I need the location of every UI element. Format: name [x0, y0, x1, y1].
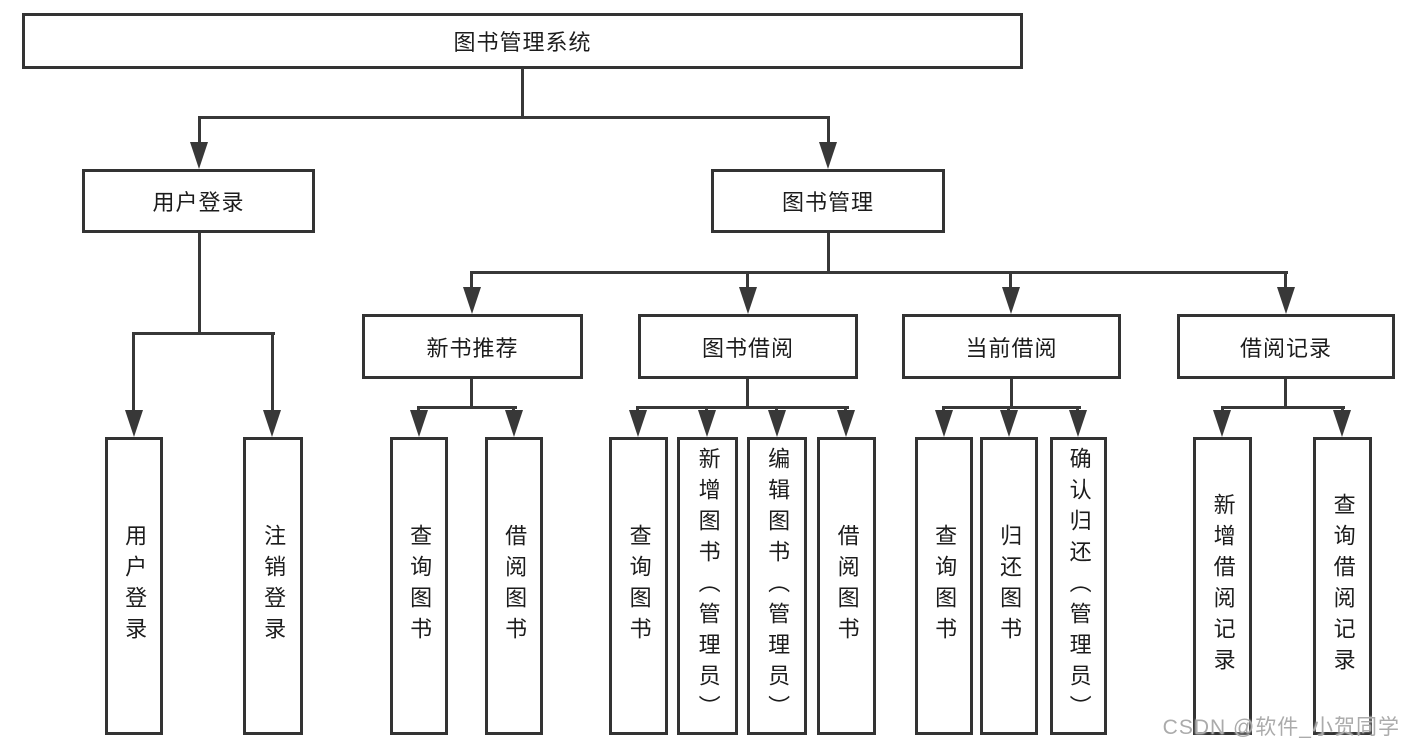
- leaf-current-return-book-label: 归还图书: [997, 524, 1023, 648]
- leaf-recommend-borrow-book: 借阅图书: [485, 437, 543, 735]
- leaf-borrow-query-book: 查询图书: [609, 437, 668, 735]
- arrow-down-icon: [1277, 287, 1295, 314]
- node-book-management: 图书管理: [711, 169, 945, 233]
- leaf-borrow-edit-book-label: 编辑图书（管理员）: [765, 446, 791, 726]
- connector-line: [198, 233, 201, 335]
- arrow-down-icon: [190, 142, 208, 169]
- arrow-down-icon: [1213, 410, 1231, 437]
- node-root: 图书管理系统: [22, 13, 1023, 69]
- node-current-borrow-label: 当前借阅: [965, 335, 1058, 361]
- arrow-down-icon: [837, 410, 855, 437]
- connector-line: [1284, 271, 1287, 289]
- leaf-user-login-label: 用户登录: [122, 524, 148, 648]
- connector-line: [942, 406, 1081, 409]
- leaf-current-query-book: 查询图书: [915, 437, 973, 735]
- connector-line: [132, 332, 275, 335]
- arrow-down-icon: [768, 410, 786, 437]
- node-book-borrow-label: 图书借阅: [701, 335, 794, 361]
- connector-line: [1284, 379, 1287, 409]
- connector-line: [198, 116, 830, 119]
- leaf-record-add-label: 新增借阅记录: [1210, 493, 1236, 679]
- connector-line: [746, 379, 749, 409]
- leaf-borrow-edit-book: 编辑图书（管理员）: [747, 437, 807, 735]
- arrow-down-icon: [819, 142, 837, 169]
- connector-line: [636, 406, 849, 409]
- leaf-current-confirm-return: 确认归还（管理员）: [1050, 437, 1107, 735]
- node-borrow-record-label: 借阅记录: [1239, 335, 1332, 361]
- node-new-book-recommend: 新书推荐: [362, 314, 583, 379]
- leaf-current-confirm-return-label: 确认归还（管理员）: [1066, 446, 1092, 726]
- node-current-borrow: 当前借阅: [902, 314, 1121, 379]
- leaf-borrow-query-book-label: 查询图书: [626, 524, 652, 648]
- leaf-logout: 注销登录: [243, 437, 303, 735]
- leaf-borrow-add-book-label: 新增图书（管理员）: [695, 446, 721, 726]
- leaf-user-login: 用户登录: [105, 437, 163, 735]
- node-user-login: 用户登录: [82, 169, 315, 233]
- arrow-down-icon: [1069, 410, 1087, 437]
- leaf-record-query-label: 查询借阅记录: [1330, 493, 1356, 679]
- connector-line: [1009, 271, 1012, 289]
- leaf-recommend-borrow-book-label: 借阅图书: [502, 524, 528, 648]
- connector-line: [470, 379, 473, 409]
- leaf-borrow-borrow-book-label: 借阅图书: [834, 524, 860, 648]
- connector-line: [746, 271, 749, 289]
- arrow-down-icon: [1000, 410, 1018, 437]
- connector-line: [198, 116, 201, 144]
- leaf-current-query-book-label: 查询图书: [932, 524, 958, 648]
- leaf-recommend-query-book-label: 查询图书: [407, 524, 433, 648]
- leaf-current-return-book: 归还图书: [980, 437, 1038, 735]
- arrow-down-icon: [263, 410, 281, 437]
- connector-line: [827, 233, 830, 274]
- arrow-down-icon: [1002, 287, 1020, 314]
- connector-line: [470, 271, 1288, 274]
- node-new-book-recommend-label: 新书推荐: [426, 335, 519, 361]
- arrow-down-icon: [739, 287, 757, 314]
- connector-line: [1010, 379, 1013, 409]
- arrow-down-icon: [125, 410, 143, 437]
- connector-line: [271, 332, 274, 414]
- connector-line: [1221, 406, 1345, 409]
- node-book-borrow: 图书借阅: [638, 314, 858, 379]
- arrow-down-icon: [698, 410, 716, 437]
- connector-line: [470, 271, 473, 289]
- arrow-down-icon: [935, 410, 953, 437]
- watermark: CSDN @软件_小贺同学: [1162, 716, 1400, 739]
- connector-line: [827, 116, 830, 144]
- connector-line: [521, 68, 524, 117]
- arrow-down-icon: [505, 410, 523, 437]
- leaf-borrow-add-book: 新增图书（管理员）: [677, 437, 738, 735]
- leaf-recommend-query-book: 查询图书: [390, 437, 448, 735]
- leaf-record-query: 查询借阅记录: [1313, 437, 1372, 735]
- node-root-label: 图书管理系统: [453, 30, 592, 55]
- arrow-down-icon: [463, 287, 481, 314]
- leaf-borrow-borrow-book: 借阅图书: [817, 437, 876, 735]
- arrow-down-icon: [410, 410, 428, 437]
- connector-line: [417, 406, 517, 409]
- connector-line: [132, 332, 135, 414]
- leaf-record-add: 新增借阅记录: [1193, 437, 1252, 735]
- node-user-login-label: 用户登录: [152, 190, 245, 215]
- leaf-logout-label: 注销登录: [261, 524, 287, 648]
- node-book-management-label: 图书管理: [781, 190, 874, 215]
- arrow-down-icon: [1333, 410, 1351, 437]
- arrow-down-icon: [629, 410, 647, 437]
- node-borrow-record: 借阅记录: [1177, 314, 1395, 379]
